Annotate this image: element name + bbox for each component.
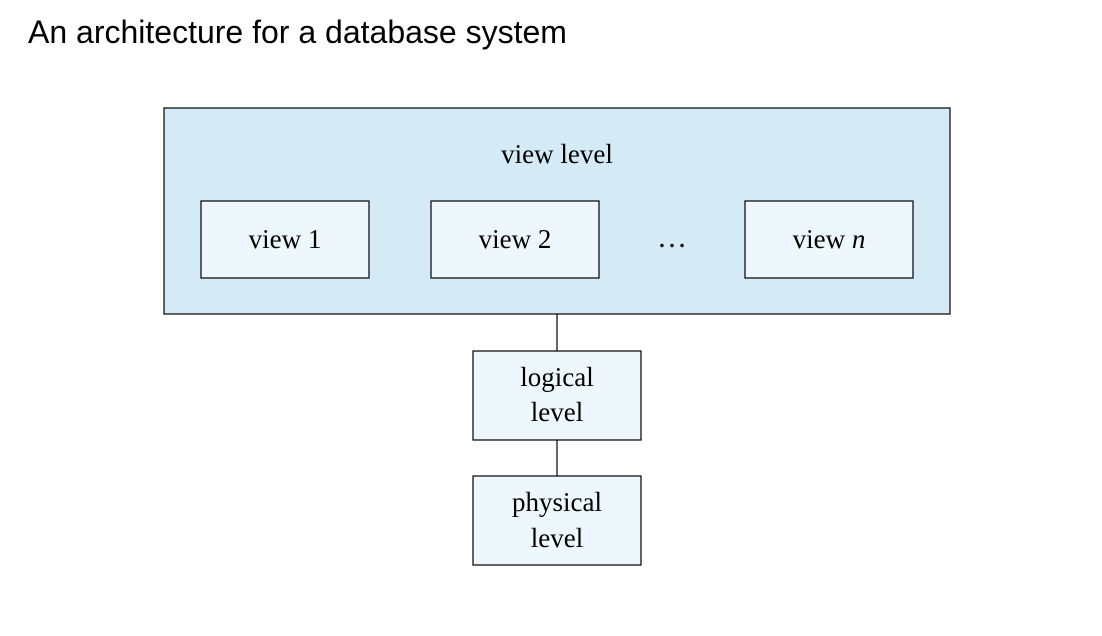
physical-level-label-line-2: level — [531, 523, 583, 553]
view-level-label: view level — [501, 139, 613, 169]
logical-level-label-line-2: level — [531, 397, 583, 427]
physical-level-box: physical level — [472, 475, 642, 566]
view-n-box: view n — [744, 200, 914, 279]
view-2-box: view 2 — [430, 200, 600, 279]
view-n-label: view n — [793, 224, 866, 254]
view-2-label: view 2 — [479, 224, 552, 254]
view-1-label: view 1 — [249, 224, 322, 254]
page-title: An architecture for a database system — [28, 14, 567, 50]
logical-level-box: logical level — [472, 350, 642, 441]
physical-level-label-line-1: physical — [512, 487, 602, 517]
view-1-box: view 1 — [200, 200, 370, 279]
views-ellipsis: … — [657, 221, 687, 254]
logical-level-label-line-1: logical — [520, 362, 593, 392]
